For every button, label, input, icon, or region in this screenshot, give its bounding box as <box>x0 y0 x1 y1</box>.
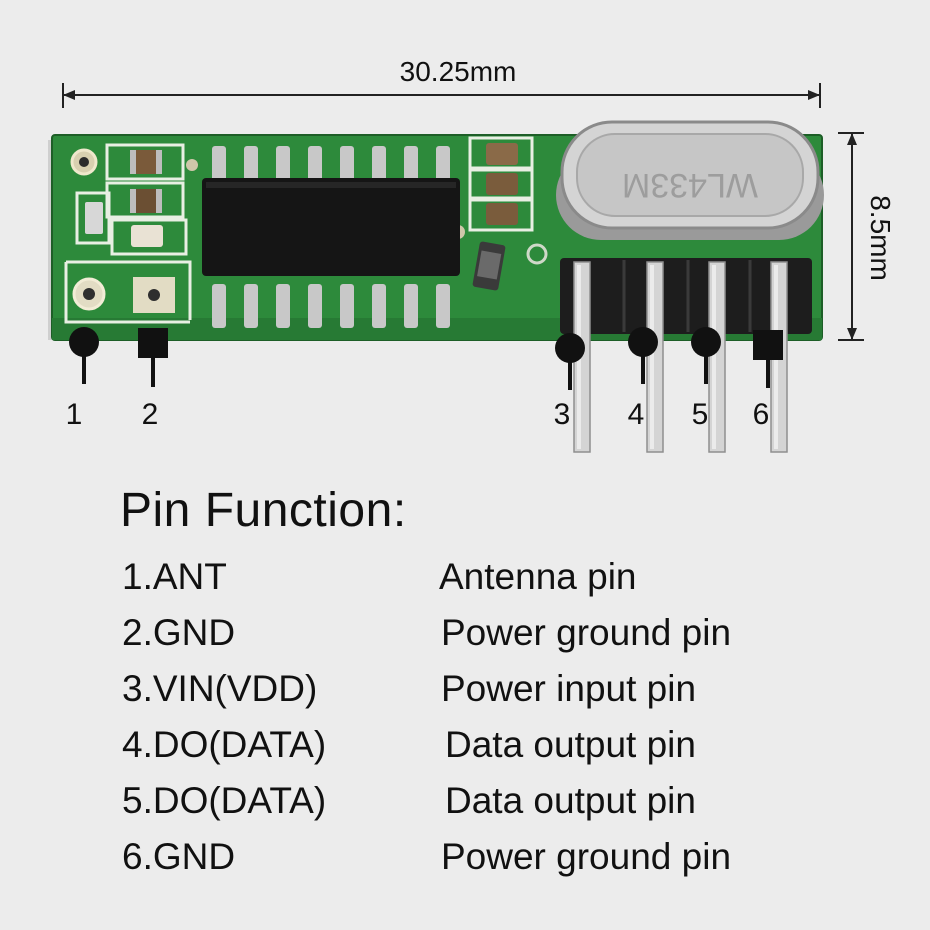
crystal-oscillator: WL433M <box>556 120 824 240</box>
height-dimension: 8.5mm <box>838 132 896 341</box>
pin-function-row: 6.GND Power ground pin <box>122 836 822 882</box>
pin-label-4: 4 <box>628 398 645 431</box>
pin-function-title: Pin Function: <box>120 484 407 537</box>
pin-function-row: 2.GND Power ground pin <box>122 612 822 658</box>
pin-marker-3 <box>555 333 585 390</box>
pin-name: 3.VIN(VDD) <box>122 668 318 709</box>
ic-chip <box>202 146 460 328</box>
pin-function-row: 4.DO(DATA) Data output pin <box>122 724 822 770</box>
pin-label-1: 1 <box>66 398 83 431</box>
pin-markers <box>69 327 783 390</box>
pin-name: 2.GND <box>122 612 236 653</box>
length-label: 30.25mm <box>400 56 517 87</box>
pin-name: 5.DO(DATA) <box>122 780 327 821</box>
pin-number-labels: 1 2 3 4 5 6 <box>66 398 770 431</box>
pin-function-row: 5.DO(DATA) Data output pin <box>122 780 822 826</box>
pin-label-6: 6 <box>753 398 770 431</box>
pin-description: Power ground pin <box>441 612 732 653</box>
pin-description: Power input pin <box>441 668 697 709</box>
pin-label-5: 5 <box>692 398 709 431</box>
pin-header <box>560 258 812 453</box>
pin-description: Data output pin <box>445 780 696 821</box>
pin-function-row: 1.ANT Antenna pin <box>122 556 822 602</box>
pin-name: 6.GND <box>122 836 236 877</box>
length-dimension: 30.25mm <box>62 56 821 108</box>
crystal-marking: WL433M <box>622 166 758 204</box>
pin-marker-5 <box>691 327 721 384</box>
pin-marker-4 <box>628 327 658 384</box>
pin-marker-6 <box>753 330 783 388</box>
pin-function-row: 3.VIN(VDD) Power input pin <box>122 668 822 714</box>
pin-label-3: 3 <box>554 398 571 431</box>
pin-name: 4.DO(DATA) <box>122 724 327 765</box>
pin-marker-2 <box>138 328 168 387</box>
pin-name: 1.ANT <box>122 556 227 597</box>
pin-description: Antenna pin <box>439 556 637 597</box>
pin-marker-1 <box>69 327 99 384</box>
pin-description: Data output pin <box>445 724 696 765</box>
height-label: 8.5mm <box>865 195 896 281</box>
pin-description: Power ground pin <box>441 836 732 877</box>
pin-label-2: 2 <box>142 398 159 431</box>
